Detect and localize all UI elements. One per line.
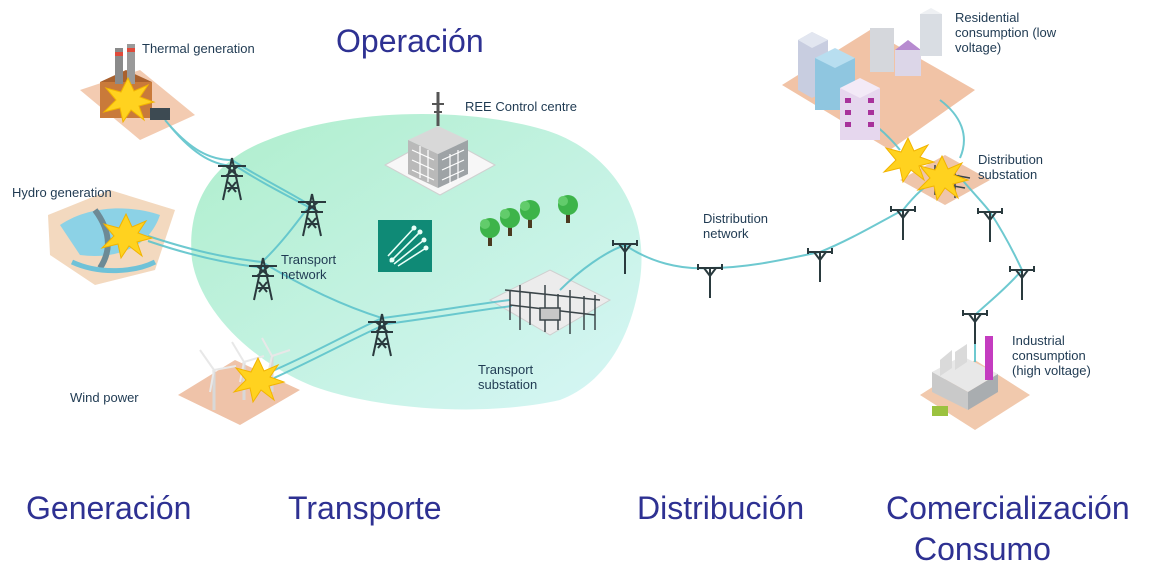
thermal-generation-label: Thermal generation	[142, 41, 255, 56]
wind-power-label: Wind power	[70, 390, 139, 405]
hydro-generation-label: Hydro generation	[12, 185, 112, 200]
stage-transport: Transporte	[288, 490, 442, 526]
pole-icon	[962, 309, 988, 345]
control-centre-building	[408, 92, 468, 188]
residential-buildings	[798, 8, 942, 140]
network-logo-icon	[378, 220, 432, 272]
pole-icon	[1009, 265, 1035, 301]
pole-icon	[890, 205, 916, 241]
transport-substation-label: Transport substation	[478, 362, 538, 392]
distribution-substation-label: Distribution substation	[978, 152, 1044, 182]
stage-generation: Generación	[26, 490, 192, 526]
residential-consumption-label: Residential consumption (low voltage)	[955, 10, 1057, 55]
power-lines	[144, 99, 1023, 379]
industrial-consumption-label: Industrial consumption (high voltage)	[1012, 333, 1091, 378]
stage-commercialization: Comercialización	[886, 490, 1130, 526]
operation-heading: Operación	[336, 23, 484, 59]
stage-consumption: Consumo	[914, 531, 1051, 567]
factory-icon	[932, 336, 998, 416]
transport-network-label: Transport network	[281, 252, 337, 282]
transport-substation	[504, 285, 601, 334]
stage-distribution: Distribución	[637, 490, 805, 526]
control-centre-label: REE Control centre	[465, 99, 577, 114]
distribution-network-label: Distribution network	[703, 211, 769, 241]
